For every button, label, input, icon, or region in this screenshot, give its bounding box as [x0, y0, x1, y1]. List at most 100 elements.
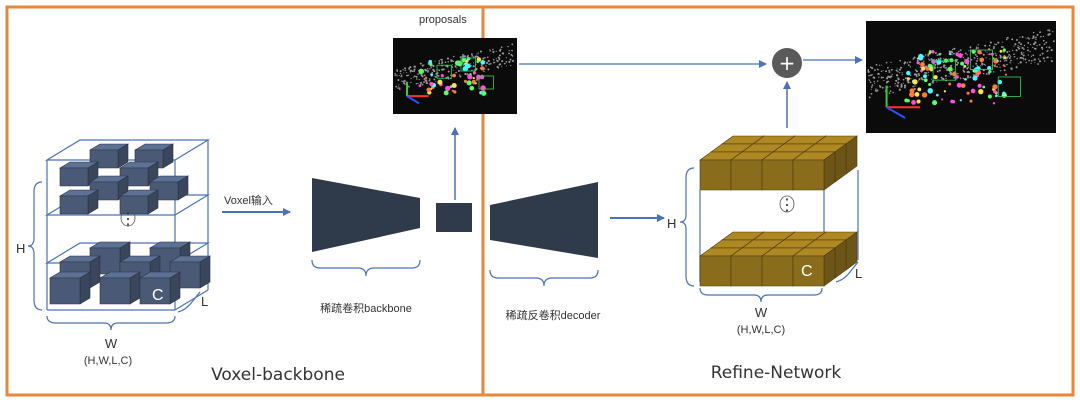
lidar-point: [1044, 60, 1046, 62]
lidar-point: [904, 77, 907, 80]
lidar-point: [1045, 41, 1048, 44]
lidar-point: [459, 75, 462, 78]
left-dots-ring: [120, 209, 136, 227]
detected-point: [453, 90, 457, 94]
lidar-point: [403, 79, 406, 83]
lidar-point: [471, 54, 474, 57]
lidar-point: [988, 44, 991, 47]
lidar-point: [894, 82, 896, 85]
detected-point: [949, 58, 954, 63]
lidar-point: [1042, 39, 1045, 42]
lidar-point: [438, 60, 441, 62]
detected-point: [938, 53, 941, 56]
refine-network-title: Refine-Network: [711, 363, 842, 383]
lidar-point: [474, 55, 478, 58]
detected-point: [480, 66, 485, 71]
lidar-point: [993, 46, 995, 48]
lidar-point: [1015, 49, 1018, 52]
lidar-point: [944, 64, 946, 66]
lidar-point: [912, 58, 915, 60]
lidar-point: [995, 53, 997, 55]
lidar-point: [966, 67, 969, 70]
lidar-point: [887, 75, 890, 78]
refined-pointcloud-points: [867, 29, 1055, 119]
lidar-point: [909, 74, 912, 77]
lidar-point: [942, 61, 945, 64]
lidar-point: [924, 54, 927, 56]
lidar-point: [437, 74, 440, 77]
lidar-point: [917, 72, 920, 75]
lidar-point: [948, 72, 951, 74]
lidar-point: [948, 58, 950, 60]
lidar-point: [907, 80, 910, 82]
lidar-point: [1023, 48, 1025, 51]
sparse-decoder: [490, 182, 598, 258]
lidar-point: [497, 56, 500, 59]
lidar-point: [1027, 54, 1029, 56]
detected-point: [963, 64, 967, 68]
lidar-point: [487, 59, 490, 63]
lidar-point: [871, 84, 874, 86]
lidar-point: [942, 65, 945, 68]
voxel-cube: [98, 271, 142, 305]
lidar-point: [1003, 46, 1005, 48]
lidar-point: [927, 74, 929, 76]
lidar-point: [430, 65, 432, 68]
lidar-point: [398, 87, 401, 89]
lidar-point: [403, 72, 405, 74]
detected-point: [999, 49, 1003, 53]
coordinate-axis: [406, 95, 420, 105]
lidar-point: [997, 41, 1000, 44]
detected-point: [463, 79, 468, 83]
right-voxel-bottom-layer: [699, 231, 858, 287]
lidar-point: [1048, 29, 1051, 32]
lidar-point: [404, 83, 406, 85]
lidar-point: [880, 76, 883, 79]
lidar-point: [956, 58, 958, 61]
lidar-point: [1003, 69, 1006, 72]
lidar-point: [897, 75, 899, 77]
detected-point: [931, 59, 937, 65]
lidar-point: [423, 81, 426, 84]
lidar-point: [510, 53, 513, 56]
lidar-point: [447, 70, 450, 73]
lidar-point: [1050, 57, 1052, 59]
lidar-point: [489, 62, 492, 65]
lidar-point: [918, 80, 920, 82]
lidar-point: [969, 46, 972, 49]
lidar-point: [930, 58, 933, 61]
lidar-point: [907, 64, 910, 66]
lidar-point: [1042, 35, 1045, 38]
lidar-point: [966, 54, 968, 56]
lidar-point: [882, 76, 884, 79]
lidar-point: [904, 61, 907, 64]
detected-point: [1002, 48, 1006, 52]
sum-symbol: +: [779, 51, 796, 75]
lidar-point: [885, 81, 888, 84]
lidar-point: [996, 65, 998, 68]
detected-point: [928, 52, 931, 55]
lidar-point: [1016, 46, 1019, 48]
lidar-point: [919, 66, 922, 68]
lidar-point: [888, 69, 890, 72]
lidar-point: [402, 81, 406, 85]
detected-point: [992, 84, 998, 90]
lidar-point: [872, 76, 875, 79]
lidar-point: [943, 58, 945, 60]
lidar-point: [900, 85, 903, 88]
lidar-point: [944, 74, 947, 77]
lidar-point: [1052, 30, 1054, 33]
detected-point: [465, 59, 469, 63]
lidar-point: [487, 68, 490, 71]
lidar-point: [1023, 59, 1025, 61]
lidar-point: [969, 76, 972, 79]
lidar-point: [952, 70, 954, 72]
lidar-point: [423, 64, 425, 66]
lidar-point: [489, 49, 491, 51]
detected-point: [982, 85, 986, 89]
lidar-point: [433, 78, 436, 81]
voxel-cube: [792, 151, 836, 191]
lidar-point: [1022, 57, 1025, 60]
lidar-point: [999, 54, 1001, 57]
lidar-point: [1037, 63, 1040, 65]
